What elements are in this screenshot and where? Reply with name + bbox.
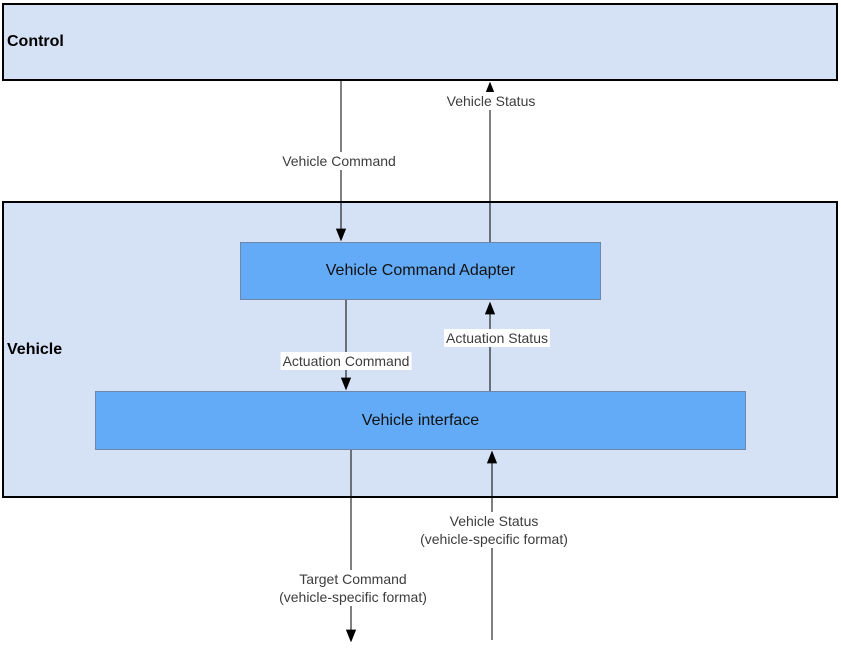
vehicle-status-bottom-edge-label: Vehicle Status (vehicle-specific format)	[418, 512, 570, 548]
vehicle-command-adapter-label: Vehicle Command Adapter	[325, 262, 516, 280]
vehicle-status-top-edge-label: Vehicle Status	[444, 92, 538, 110]
vehicle-interface-node: Vehicle interface	[95, 391, 746, 450]
control-container: Control	[2, 3, 838, 81]
vehicle-command-edge-label: Vehicle Command	[280, 152, 398, 170]
vehicle-container-label: Vehicle	[7, 340, 63, 358]
actuation-command-edge-label: Actuation Command	[280, 352, 412, 370]
vehicle-interface-label: Vehicle interface	[361, 411, 480, 429]
vehicle-command-adapter-node: Vehicle Command Adapter	[240, 242, 601, 300]
actuation-status-edge-label: Actuation Status	[444, 329, 550, 347]
control-container-label: Control	[7, 33, 64, 50]
target-command-edge-label: Target Command (vehicle-specific format)	[277, 570, 429, 606]
